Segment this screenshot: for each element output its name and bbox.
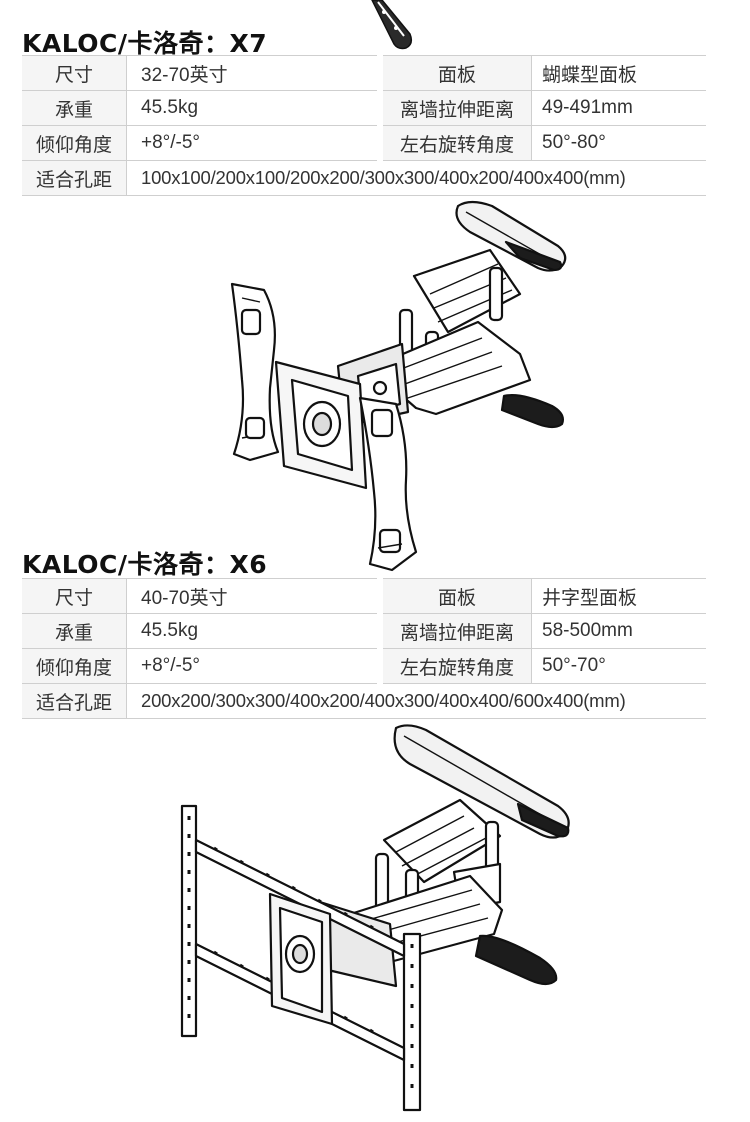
extension-value: 58-500mm xyxy=(531,613,706,649)
top-arm-fragment-drawing xyxy=(371,0,413,50)
x7-mount-drawing xyxy=(230,200,567,572)
load-value: 45.5kg xyxy=(126,90,383,126)
swivel-label: 左右旋转角度 xyxy=(380,648,532,684)
swivel-label: 左右旋转角度 xyxy=(380,125,532,161)
x6-mount-drawing xyxy=(180,724,570,1112)
load-label: 承重 xyxy=(22,613,127,649)
vesa-label: 适合孔距 xyxy=(22,160,127,196)
vesa-label: 适合孔距 xyxy=(22,683,127,719)
tilt-label: 倾仰角度 xyxy=(22,125,127,161)
panel-label: 面板 xyxy=(380,578,532,614)
tilt-label: 倾仰角度 xyxy=(22,648,127,684)
table-row: 承重 45.5kg 离墙拉伸距离 49-491mm xyxy=(22,90,706,126)
swivel-value: 50°-70° xyxy=(531,648,706,684)
panel-label: 面板 xyxy=(380,55,532,91)
table-row: 承重 45.5kg 离墙拉伸距离 58-500mm xyxy=(22,613,706,649)
load-value: 45.5kg xyxy=(126,613,383,649)
size-label: 尺寸 xyxy=(22,55,127,91)
x6-spec-table: 尺寸 40-70英寸 面板 井字型面板 承重 45.5kg 离墙拉伸距离 58-… xyxy=(22,578,706,719)
load-label: 承重 xyxy=(22,90,127,126)
tilt-value: +8°/-5° xyxy=(126,648,383,684)
tilt-value: +8°/-5° xyxy=(126,125,383,161)
extension-label: 离墙拉伸距离 xyxy=(380,90,532,126)
x7-title: KALOC/卡洛奇：X7 xyxy=(22,29,268,58)
table-row: 适合孔距 100x100/200x100/200x200/300x300/400… xyxy=(22,160,706,196)
extension-label: 离墙拉伸距离 xyxy=(380,613,532,649)
table-row: 尺寸 40-70英寸 面板 井字型面板 xyxy=(22,578,706,614)
x7-spec-table: 尺寸 32-70英寸 面板 蝴蝶型面板 承重 45.5kg 离墙拉伸距离 49-… xyxy=(22,55,706,196)
table-row: 适合孔距 200x200/300x300/400x200/400x300/400… xyxy=(22,683,706,719)
vesa-value: 100x100/200x100/200x200/300x300/400x200/… xyxy=(126,160,706,196)
size-label: 尺寸 xyxy=(22,578,127,614)
table-row: 倾仰角度 +8°/-5° 左右旋转角度 50°-70° xyxy=(22,648,706,684)
table-row: 倾仰角度 +8°/-5° 左右旋转角度 50°-80° xyxy=(22,125,706,161)
x6-title: KALOC/卡洛奇：X6 xyxy=(22,550,268,579)
size-value: 32-70英寸 xyxy=(126,55,383,91)
panel-value: 井字型面板 xyxy=(531,578,706,614)
size-value: 40-70英寸 xyxy=(126,578,383,614)
panel-value: 蝴蝶型面板 xyxy=(531,55,706,91)
swivel-value: 50°-80° xyxy=(531,125,706,161)
vesa-value: 200x200/300x300/400x200/400x300/400x400/… xyxy=(126,683,706,719)
table-row: 尺寸 32-70英寸 面板 蝴蝶型面板 xyxy=(22,55,706,91)
extension-value: 49-491mm xyxy=(531,90,706,126)
